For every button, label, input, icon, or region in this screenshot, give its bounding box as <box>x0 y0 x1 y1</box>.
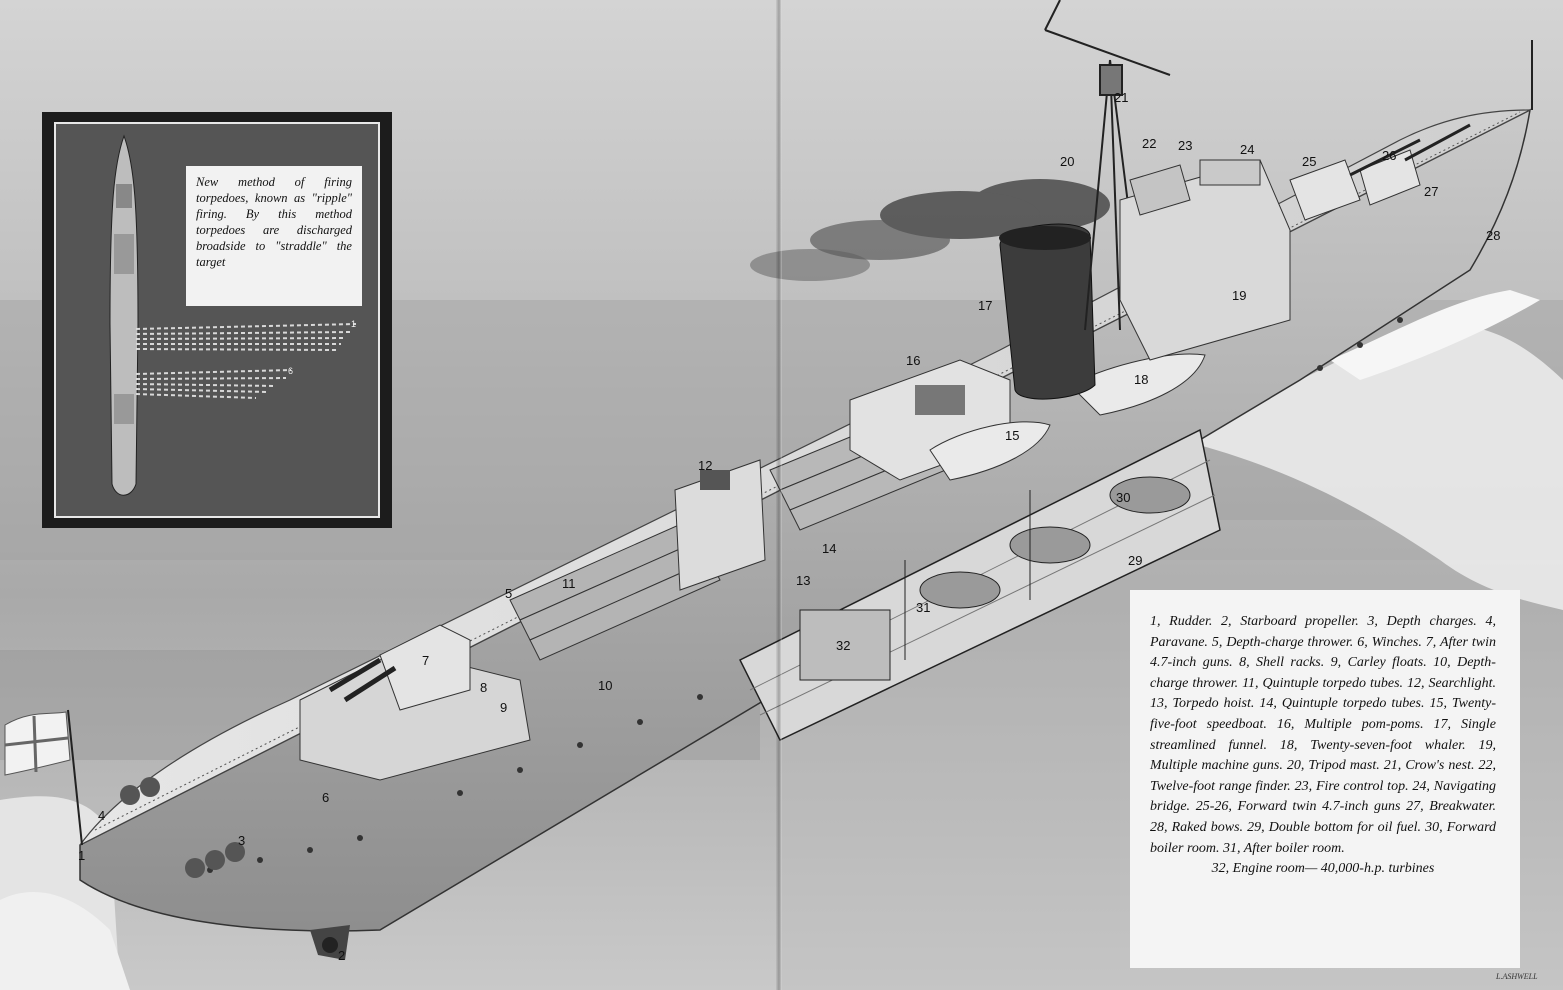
key-entry-22: 22, Twelve-foot range finder. <box>1150 758 1496 794</box>
tripod-mast <box>1044 0 1171 331</box>
callout-17: 17 <box>978 298 992 313</box>
callout-28: 28 <box>1486 228 1500 243</box>
key-entry-21: 21, Crow's nest. <box>1383 758 1479 774</box>
callout-19: 19 <box>1232 288 1246 303</box>
key-entry-9: 9, Carley floats. <box>1330 655 1434 671</box>
callout-20: 20 <box>1060 154 1074 169</box>
callout-29: 29 <box>1128 553 1142 568</box>
forward-gun-turrets <box>1289 123 1471 221</box>
callout-6: 6 <box>322 790 329 805</box>
key-entry-8: 8, Shell racks. <box>1239 655 1331 671</box>
page-gutter <box>776 0 782 990</box>
ripple-label-upper: 1 <box>351 319 356 329</box>
whaler <box>1069 353 1206 416</box>
key-entry-4: 4, Paravane. <box>1150 614 1496 650</box>
key-entry-11: 11, Quintuple torpedo tubes. <box>1242 675 1407 691</box>
callout-26: 26 <box>1382 148 1396 163</box>
key-entry-30: 30, Forward boiler room. <box>1150 819 1496 856</box>
key-entry-2: 2, Starboard propeller. <box>1221 614 1368 629</box>
key-entry-14: 14, Quintuple torpedo tubes. <box>1259 696 1430 712</box>
callout-labels: 1 2 3 4 5 6 7 8 9 10 11 12 13 14 15 16 1… <box>78 90 1500 963</box>
key-entry-20: 20, Tripod mast. <box>1286 758 1384 774</box>
key-entry-29: 29, Double bottom for oil fuel. <box>1247 819 1426 835</box>
callout-16: 16 <box>906 353 920 368</box>
key-entry-12: 12, Searchlight. <box>1407 675 1496 691</box>
cutaway-machinery-spaces <box>738 428 1221 741</box>
callout-32: 32 <box>836 638 850 653</box>
speedboat <box>929 421 1051 481</box>
callout-21: 21 <box>1114 90 1128 105</box>
key-entry-28: 28, Raked bows. <box>1150 819 1248 835</box>
searchlight-platform <box>674 459 766 591</box>
key-entry-27: 27, Breakwater. <box>1406 799 1496 815</box>
white-ensign <box>4 709 83 846</box>
key-entry-18: 18, Twenty-seven-foot whaler. <box>1279 737 1479 753</box>
key-entry-6: 6, Winches. <box>1357 634 1426 650</box>
callout-23: 23 <box>1178 138 1192 153</box>
after-gun-turret <box>299 624 531 781</box>
callout-15: 15 <box>1005 428 1019 443</box>
key-entry-13: 13, Torpedo hoist. <box>1150 696 1260 712</box>
parts-key: 1, Rudder. 2, Starboard propeller. 3, De… <box>1130 590 1520 968</box>
key-entry-24: 24, Navigating bridge. <box>1150 778 1496 815</box>
ripple-label-lower: 6 <box>288 366 293 376</box>
ripple-firing-inset: 1 6 New method of firing torpedoes, know… <box>42 112 392 528</box>
artist-signature: L.ASHWELL <box>1496 972 1538 981</box>
callout-31: 31 <box>916 600 930 615</box>
portholes <box>207 317 1403 873</box>
key-entry-5: 5, Depth-charge thrower. <box>1211 634 1358 650</box>
bow-wave <box>1180 290 1563 610</box>
key-entry-16: 16, Multiple pom-poms. <box>1276 716 1434 732</box>
key-entry-3: 3, Depth charges. <box>1367 614 1486 629</box>
callout-27: 27 <box>1424 184 1438 199</box>
callout-22: 22 <box>1142 136 1156 151</box>
key-entry-19: 19, Multiple machine guns. <box>1150 737 1496 774</box>
rudder-and-propeller <box>310 925 350 960</box>
after-torpedo-tubes <box>509 519 721 661</box>
bridge-superstructure <box>1119 159 1291 361</box>
funnel-smoke <box>750 179 1110 281</box>
callout-24: 24 <box>1240 142 1254 157</box>
key-entry-1: 1, Rudder. <box>1150 614 1222 629</box>
funnel <box>999 223 1096 400</box>
callout-25: 25 <box>1302 154 1316 169</box>
key-entry-7: 7, After twin 4.7-inch guns. <box>1150 634 1497 671</box>
callout-8: 8 <box>480 680 487 695</box>
inset-caption: New method of firing torpedoes, known as… <box>186 166 362 306</box>
callout-9: 9 <box>500 700 507 715</box>
key-entry-31: 31, After boiler room. <box>1222 840 1345 856</box>
torpedo-tracks <box>135 323 357 399</box>
depth-charge-racks <box>120 777 245 878</box>
callout-12: 12 <box>698 458 712 473</box>
key-entry-32: 32, Engine room— 40,000-h.p. turbines <box>1211 861 1435 877</box>
callout-10: 10 <box>598 678 612 693</box>
callout-3: 3 <box>238 833 245 848</box>
callout-2: 2 <box>338 948 345 963</box>
key-entry-17: 17, Single streamlined funnel. <box>1150 716 1496 753</box>
callout-7: 7 <box>422 653 429 668</box>
callout-4: 4 <box>98 808 105 823</box>
callout-13: 13 <box>796 573 810 588</box>
callout-14: 14 <box>822 541 836 556</box>
key-entry-23: 23, Fire control top. <box>1294 778 1413 794</box>
key-entry-25-26: 25-26, Forward twin 4.7-inch guns <box>1195 799 1407 815</box>
key-entry-10: 10, Depth-charge thrower. <box>1150 655 1496 691</box>
key-entry-15: 15, Twenty-five-foot speedboat. <box>1150 696 1496 732</box>
callout-30: 30 <box>1116 490 1130 505</box>
callout-18: 18 <box>1134 372 1148 387</box>
callout-11: 11 <box>562 576 576 591</box>
inset-frame: 1 6 New method of firing torpedoes, know… <box>54 122 380 518</box>
callout-1: 1 <box>78 848 85 863</box>
callout-5: 5 <box>505 586 512 601</box>
